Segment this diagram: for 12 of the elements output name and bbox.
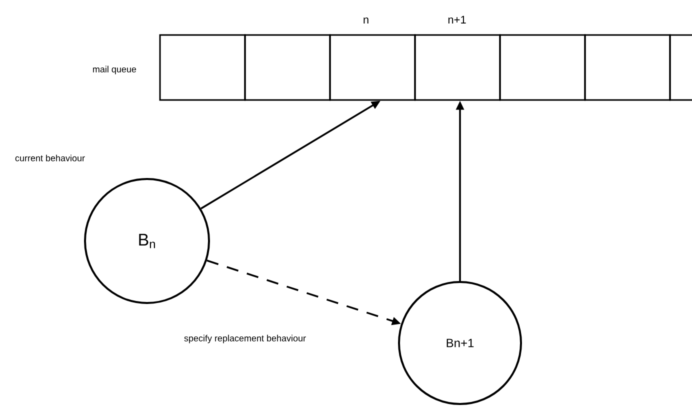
column-label: n+1: [448, 16, 466, 24]
edge-label: specify replacement behaviour: [184, 334, 306, 344]
queue-cell: [584, 34, 671, 101]
column-label: n: [364, 18, 368, 24]
row-label: mail queue: [93, 66, 136, 74]
queue-cell: [414, 34, 501, 101]
queue-cell: [159, 34, 246, 101]
queue-cell: [244, 34, 331, 101]
queue-cell: [669, 34, 692, 101]
caption-text: current behaviour: [15, 154, 85, 162]
queue-cell: [329, 34, 416, 101]
queue-cell: [499, 34, 586, 101]
